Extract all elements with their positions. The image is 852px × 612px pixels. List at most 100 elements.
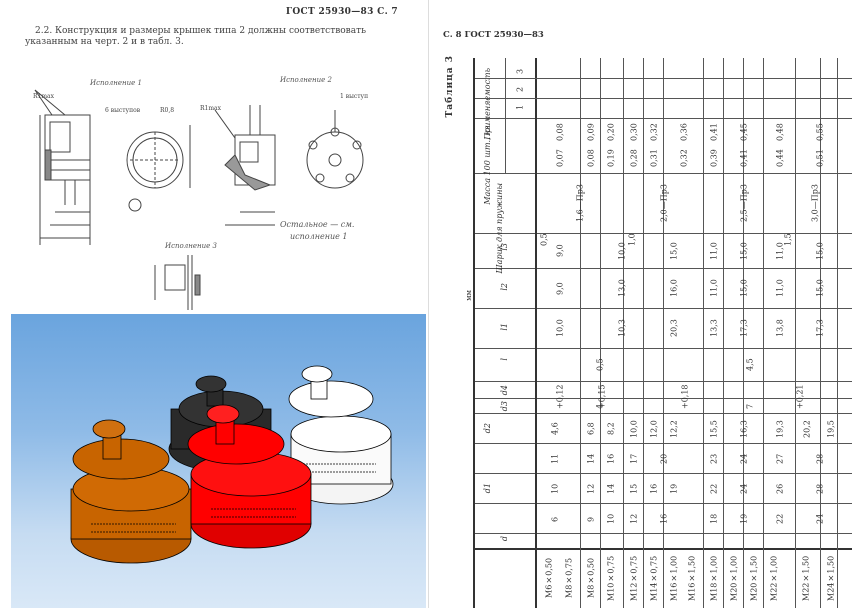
header-l: l — [500, 358, 509, 361]
cell-d-0: М6×0,50 — [544, 557, 554, 599]
cell-l3-5: 15,0 — [669, 242, 679, 260]
cell-mass23-2: 0,09 — [586, 123, 596, 142]
cell-d1e23-3: 16 — [606, 453, 616, 465]
cell-l-8: 13,3 — [709, 319, 719, 338]
cell-l2-11: 11,0 — [775, 279, 785, 298]
cell-mass1-7: 0,32 — [679, 149, 689, 168]
cell-d1e1-5: 16 — [649, 483, 659, 495]
cell-d2-4: 10,0 — [629, 420, 639, 438]
cell-d1-13: 24 — [815, 513, 825, 525]
cell-d2-9: 16,3 — [739, 420, 749, 438]
cell-d1e1-9: 24 — [739, 483, 749, 495]
rest-note-line2: исполнение 1 — [290, 232, 348, 241]
cell-d2-5: 12,0 — [649, 420, 659, 438]
cell-d-3: М10×0,75 — [606, 555, 616, 601]
svg-text:6 выступов: 6 выступов — [105, 107, 141, 114]
cell-d1-11: 22 — [775, 513, 785, 525]
svg-text:R0,8: R0,8 — [160, 107, 174, 114]
cell-l1-1: 0,5 — [539, 233, 549, 247]
cell-d1-0: 6 — [550, 516, 560, 522]
cell-d2-13: 19,5 — [826, 420, 836, 438]
cell-l-0: 10,0 — [555, 319, 565, 338]
cell-d-11: М22×1,00 — [769, 555, 779, 601]
cell-l-11: 13,8 — [775, 319, 785, 338]
cell-d-13: М24×1,50 — [826, 555, 836, 601]
header-mass: Масса 100 шт., кг — [483, 126, 492, 205]
label-variant1: Исполнение 1 — [89, 79, 142, 87]
cell-l2-0: 9,0 — [555, 282, 565, 295]
cell-d-12: М22×1,50 — [801, 555, 811, 601]
caps-render-svg — [70, 365, 394, 564]
cell-d1e23-11: 27 — [775, 453, 785, 465]
cell-l2-9: 15,0 — [739, 279, 749, 298]
cell-mass23-0: 0,08 — [555, 123, 565, 142]
header-l3: l3 — [500, 243, 509, 251]
cell-d2-12: 20,2 — [802, 420, 812, 438]
cell-mass1-2: 0,08 — [586, 149, 596, 168]
cell-d-10: М20×1,50 — [749, 555, 759, 601]
cell-d1e1-0: 10 — [550, 483, 560, 495]
cell-l-13: 17,3 — [815, 319, 825, 338]
white-cap — [288, 365, 394, 505]
cell-d2-0: 4,6 — [550, 422, 560, 436]
cell-mass23-5: 0,32 — [649, 123, 659, 142]
cell-d2-2: 6,8 — [586, 422, 596, 436]
cell-d-7: М16×1,50 — [687, 555, 697, 601]
cell-d-4: М12×0,75 — [629, 555, 639, 601]
header-d: d — [500, 536, 509, 542]
cell-d-2: М8×0,50 — [586, 557, 596, 599]
cell-mass23-13: 0,55 — [815, 123, 825, 142]
svg-text:R1max: R1max — [200, 105, 222, 112]
cell-d-8: М18×1,00 — [709, 555, 719, 601]
table-title: Таблица 3 — [445, 55, 455, 118]
cell-mass1-13: 0,51 — [815, 149, 825, 168]
cell-l3-9: 15,0 — [739, 242, 749, 260]
header-l1: l1 — [500, 323, 509, 331]
red-cap — [187, 404, 312, 549]
page-header-right: С. 8 ГОСТ 25930—83 — [443, 30, 544, 40]
cell-l-3: 10,3 — [617, 319, 627, 338]
cell-d1e1-4: 15 — [629, 483, 639, 495]
cell-spring-1: 1,6—Пр3 — [575, 184, 585, 223]
cell-d-6: М16×1,00 — [669, 555, 679, 601]
app-col-1: 1 — [515, 104, 525, 110]
cell-d1e1-3: 14 — [606, 483, 616, 495]
cell-d1e1-6: 19 — [669, 483, 679, 495]
technical-drawing: Исполнение 1 Исполнение 2 Исполнение 3 6… — [30, 70, 410, 310]
cell-l2-8: 11,0 — [709, 279, 719, 298]
cell-l1-2: 1,0 — [627, 233, 637, 247]
cell-d2-8: 15,5 — [709, 420, 719, 438]
cell-mass1-8: 0,39 — [709, 149, 719, 168]
cell-d1e23-13: 28 — [815, 453, 825, 465]
cell-d1-9: 19 — [739, 513, 749, 525]
cell-l-9: 17,3 — [739, 319, 749, 338]
cell-mass23-9: 0,45 — [739, 123, 749, 142]
3d-render-viewport — [11, 314, 426, 608]
cell-d1e1-11: 26 — [775, 483, 785, 495]
cell-mass23-8: 0,41 — [709, 123, 719, 142]
cell-d2-11: 19,3 — [775, 420, 785, 438]
cell-mass1-11: 0,44 — [775, 149, 785, 168]
cell-d1e23-5: 20 — [659, 453, 669, 465]
header-l2: l2 — [500, 283, 509, 291]
cell-d1-4: 12 — [629, 513, 639, 525]
cell-mass23-7: 0,36 — [679, 123, 689, 142]
cell-d1e1-8: 22 — [709, 483, 719, 495]
cell-d4-1: 0,5 — [595, 358, 605, 372]
cell-spring-4: 3,0—Пр3 — [810, 184, 820, 223]
cell-d2-6: 12,2 — [669, 420, 679, 438]
cell-d1-3: 10 — [606, 513, 616, 525]
right-document-page: С. 8 ГОСТ 25930—83 Таблица 3 мм Применяе… — [428, 0, 852, 608]
cell-l2-5: 16,0 — [669, 279, 679, 298]
cell-d1e23-9: 24 — [739, 453, 749, 465]
cell-l2-13: 15,0 — [815, 279, 825, 298]
cell-d-9: М20×1,00 — [729, 555, 739, 601]
header-d2: d2 — [483, 423, 492, 434]
cell-l2-3: 13,0 — [617, 279, 627, 298]
cell-spring-3: 2,5—Пр3 — [739, 184, 749, 223]
cell-d1-5: 16 — [659, 513, 669, 525]
cell-d1e1-2: 12 — [586, 483, 596, 495]
cell-d1e23-8: 23 — [709, 453, 719, 465]
cell-d-5: М14×0,75 — [649, 555, 659, 601]
orange-cap — [70, 419, 192, 564]
